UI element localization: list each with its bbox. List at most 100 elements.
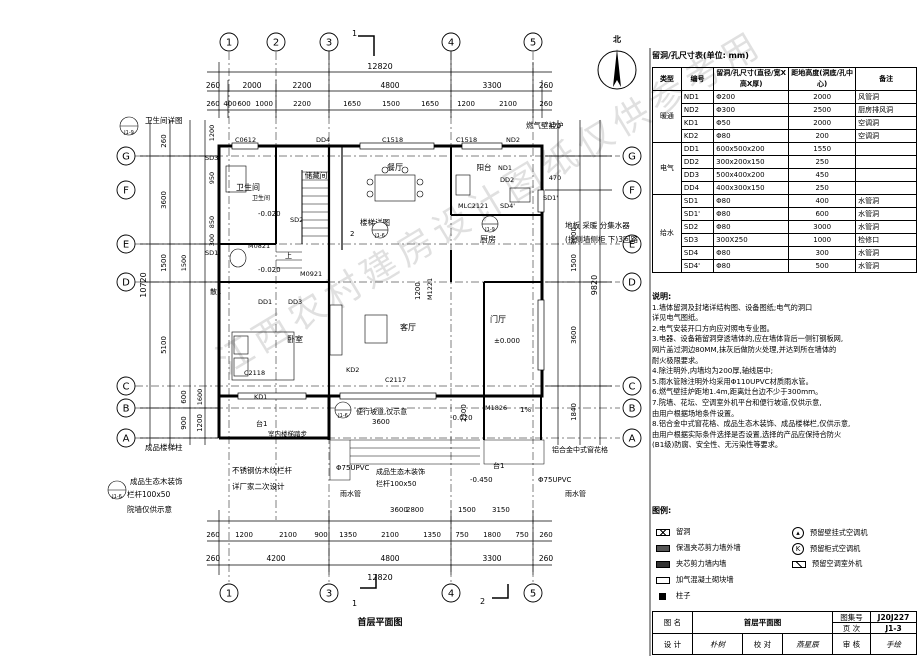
dim-text: 1200 [235,531,253,539]
table-cell: Φ80 [713,259,790,273]
dim-text: 750 [515,531,528,539]
annotation: 2800 [406,506,424,514]
table-cell: 检修口 [855,233,917,247]
table-cell [855,142,917,156]
check-label: 校 对 [743,634,783,654]
opening-code: M1221 [426,278,434,300]
table-cell: Φ50 [713,116,790,130]
room-name: 卧室 [287,334,303,344]
axis-letter-bubble [116,272,136,292]
review-label: 审 核 [833,634,871,654]
table-cell: 水管洞 [855,259,917,273]
right-dims: 470 470 3600 1500 3600 1840 [549,122,578,421]
opening-code: DD2 [500,176,514,184]
room-name: 卫生间 [236,182,260,192]
note-line: 7.院墙、花坛、空调室外机平台和便行坡道,仅供示意, [652,397,822,407]
table-cell: 250 [788,155,857,169]
axis-number-bubble [441,583,461,603]
axis-letter-bubble [116,376,136,396]
legend-label: 夹芯剪力墙内墙 [676,559,727,568]
dim-overall-right: 9820 [590,275,599,295]
axis-letter-bubble [116,398,136,418]
dim-text: 470 [549,174,561,182]
header-cell: 距地高度(洞底/孔中心) [788,67,857,91]
page-value: J1-3 [871,623,916,634]
annotation: 台1 [493,461,504,470]
table-cell [855,181,917,195]
dim-text: 1200 [196,414,204,432]
dim-text: 950 [208,172,216,184]
opening-code: KD2 [346,366,359,374]
table-cell: 600x500x200 [713,142,790,156]
opening-code: M1826 [485,404,507,412]
table-cell: 400 [788,194,857,208]
axis-number: 2 [273,38,279,49]
axis-gridlines [135,52,620,582]
detail-refs [107,116,499,500]
annotation: Φ75UPVC [336,464,370,472]
opening-symbol-icon [656,528,670,536]
annotation: 地板 采暖 分集水器 [565,220,630,230]
note-line: 详见电气图纸。 [652,313,703,323]
table-cell: ND2 [680,103,715,117]
dim-text: 4200 [266,554,285,563]
annotation: 院墙仅供示意 [127,504,172,514]
dim-text: 1650 [421,100,439,108]
table-cell: SD3 [680,233,715,247]
note-line: 由用户根据实际条件选择是否设置,选择的产品应保持合防火 [652,429,842,439]
detail-ref: J1-9 [484,227,495,233]
axis-letter: E [123,240,129,251]
annotation: 3600 [390,506,408,514]
table-cell: DD1 [680,142,715,156]
opening-code: DD1 [258,298,272,306]
table-group-cell: 电气 [652,142,682,195]
section-mark-label: 1 [352,599,357,608]
axis-number: 4 [448,38,454,49]
dim-text: 900 [180,416,188,429]
table-group-cell: 给水 [652,194,682,273]
table-cell [855,168,917,182]
opening-code: C1518 [456,136,477,144]
dim-text: 3300 [482,81,501,90]
legend-label: 预留空调室外机 [812,559,863,568]
table-cell: 水管洞 [855,220,917,234]
annotation: 1200 [414,282,422,300]
header-cell: 编号 [680,67,715,91]
axis-letter: G [122,152,130,163]
opening-code: SD3 [205,154,218,162]
right-dimension-lines [545,120,612,445]
dim-text: 850 [208,216,216,228]
table-cell: SD2 [680,220,715,234]
table-cell: Φ300 [713,103,790,117]
axis-number: 3 [326,38,332,49]
axis-letter: B [629,404,636,415]
title-label: 图 名 [653,612,693,634]
room-name: 阳台 [477,162,492,172]
cabinet-ac-icon: K [792,543,804,555]
axis-letter: D [122,278,130,289]
axis-number: 1 [226,38,232,49]
stair-treads [276,171,329,269]
furniture [225,165,531,381]
room-name: 门厅 [490,314,506,324]
opening-code: SD1 [205,249,218,257]
dim-text: 1500 [160,254,168,272]
dim-text: 260 [206,100,219,108]
level: -0.020 [258,210,281,218]
dim-text: 260 [539,531,552,539]
detail-ref-labels: J1-9 J1-6 J1-6 J1-9 J1-6 [111,130,495,500]
axis-letter-bubble [116,180,136,200]
legend-title: 图例: [652,506,672,515]
dim-text: 900 [314,531,327,539]
north-label: 北 [613,34,621,44]
dim-text: 750 [455,531,468,539]
dim-text: 1500 [382,100,400,108]
